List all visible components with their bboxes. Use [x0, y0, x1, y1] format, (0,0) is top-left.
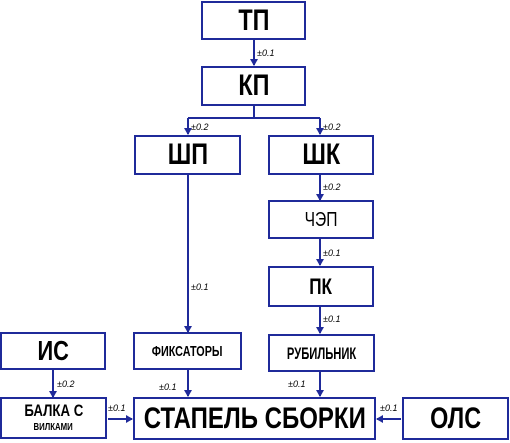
node-chep-label: ЧЭП	[304, 208, 338, 231]
node-ols-label: ОЛС	[430, 401, 481, 435]
node-stapel-label: СТАПЕЛЬ СБОРКИ	[143, 401, 366, 435]
node-shp-label: ШП	[167, 138, 208, 171]
tolerance-is-balka: ±0.2	[57, 379, 75, 389]
tolerance-kp-shk: ±0.2	[323, 122, 341, 132]
node-balka-label-line2: ВИЛКАМИ	[33, 422, 74, 433]
node-ols: ОЛС	[402, 397, 509, 440]
tolerance-ols-stapel: ±0.1	[380, 403, 398, 413]
tolerance-chep-pk: ±0.1	[323, 248, 341, 258]
node-kp-label: КП	[237, 69, 270, 102]
tolerance-pk-rubilnik: ±0.1	[323, 314, 341, 324]
node-shp: ШП	[134, 135, 241, 175]
node-balka: БАЛКА С ВИЛКАМИ	[0, 397, 107, 439]
node-pk: ПК	[268, 266, 374, 307]
node-shk: ШК	[268, 135, 374, 175]
node-fiksatory: ФИКСАТОРЫ	[133, 332, 242, 370]
tolerance-shk-chep: ±0.2	[323, 182, 341, 192]
tolerance-tp-kp: ±0.1	[257, 48, 275, 58]
tolerance-balka-stapel: ±0.1	[108, 403, 126, 413]
node-tp: ТП	[201, 1, 306, 40]
node-pk-label: ПК	[309, 273, 333, 299]
node-balka-label-line1: БАЛКА С	[23, 401, 83, 420]
node-is-label: ИС	[37, 335, 69, 366]
node-rubilnik: РУБИЛЬНИК	[268, 334, 375, 372]
node-chep: ЧЭП	[268, 200, 374, 239]
node-fiksatory-label: ФИКСАТОРЫ	[152, 342, 223, 360]
node-stapel: СТАПЕЛЬ СБОРКИ	[133, 397, 376, 440]
tolerance-rubilnik-stapel: ±0.1	[288, 379, 306, 389]
tolerance-kp-shp: ±0.2	[191, 122, 209, 132]
node-rubilnik-label: РУБИЛЬНИК	[286, 343, 357, 363]
node-is: ИС	[0, 332, 106, 370]
node-shk-label: ШК	[302, 138, 340, 171]
node-kp: КП	[201, 66, 306, 106]
tolerance-fiksatory-stapel: ±0.1	[159, 382, 177, 392]
node-tp-label: ТП	[237, 3, 270, 37]
tolerance-shp-fiksatory: ±0.1	[191, 282, 209, 292]
